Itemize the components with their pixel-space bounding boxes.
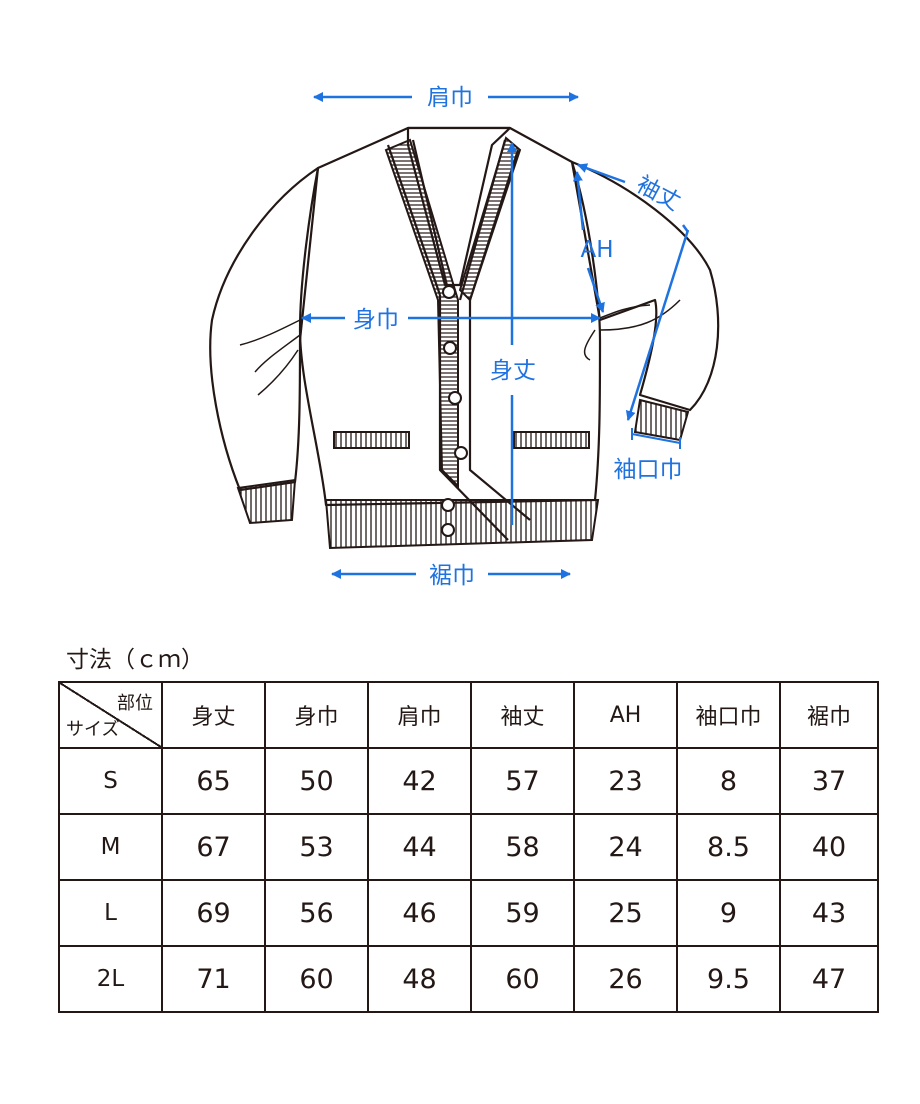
measurement-arrows xyxy=(301,92,690,579)
column-header: AH xyxy=(573,681,678,749)
armhole-arrow-top xyxy=(572,171,585,231)
cuff-arrow xyxy=(631,433,681,444)
corner-label-size: サイズ xyxy=(66,719,120,740)
label-sleeve-length: 袖丈 xyxy=(632,172,685,217)
value-cell: 25 xyxy=(573,879,678,947)
value-cell: 71 xyxy=(161,945,266,1013)
value-cell: 57 xyxy=(470,747,575,815)
button xyxy=(443,341,457,355)
value-cell: 44 xyxy=(367,813,472,881)
value-cell: 47 xyxy=(779,945,879,1013)
table-row: 2L 71 60 48 60 26 9.5 47 xyxy=(58,945,879,1013)
right-pocket xyxy=(513,431,590,449)
value-cell: 58 xyxy=(470,813,575,881)
button xyxy=(441,523,455,537)
corner-label-part: 部位 xyxy=(117,693,153,714)
label-body-width: 身巾 xyxy=(353,307,399,333)
column-header: 裾巾 xyxy=(779,681,879,749)
table-header-row: 部位 サイズ 身丈 身巾 肩巾 袖丈 AH 袖口巾 裾巾 xyxy=(58,681,879,749)
left-pocket xyxy=(333,431,410,449)
size-cell: S xyxy=(58,747,163,815)
button xyxy=(448,391,462,405)
left-sleeve xyxy=(209,166,320,492)
value-cell: 60 xyxy=(470,945,575,1013)
value-cell: 23 xyxy=(573,747,678,815)
button xyxy=(442,285,456,299)
armhole-arrow-bottom xyxy=(586,267,605,313)
label-body-length: 身丈 xyxy=(490,358,536,384)
value-cell: 69 xyxy=(161,879,266,947)
value-cell: 53 xyxy=(264,813,369,881)
table-row: M 67 53 44 58 24 8.5 40 xyxy=(58,813,879,881)
column-header: 身丈 xyxy=(161,681,266,749)
value-cell: 56 xyxy=(264,879,369,947)
table-corner-cell: 部位 サイズ xyxy=(58,681,163,749)
size-cell: 2L xyxy=(58,945,163,1013)
value-cell: 8 xyxy=(676,747,781,815)
size-table: 部位 サイズ 身丈 身巾 肩巾 袖丈 AH 袖口巾 裾巾 S 65 50 42 … xyxy=(58,681,879,1013)
size-cell: L xyxy=(58,879,163,947)
value-cell: 67 xyxy=(161,813,266,881)
front-placket-right xyxy=(458,136,522,302)
label-armhole: AH xyxy=(580,237,613,263)
column-header: 袖丈 xyxy=(470,681,575,749)
table-unit-label: 寸法（ｃｍ） xyxy=(66,647,204,673)
value-cell: 26 xyxy=(573,945,678,1013)
value-cell: 42 xyxy=(367,747,472,815)
value-cell: 24 xyxy=(573,813,678,881)
label-shoulder-width: 肩巾 xyxy=(427,85,473,111)
table-row: L 69 56 46 59 25 9 43 xyxy=(58,879,879,947)
value-cell: 65 xyxy=(161,747,266,815)
buttons xyxy=(441,285,468,537)
cardigan-measurement-diagram: 肩巾 身巾 身丈 袖丈 AH 袖口巾 裾巾 xyxy=(209,85,720,589)
ribbing xyxy=(236,136,690,550)
size-cell: M xyxy=(58,813,163,881)
column-header: 身巾 xyxy=(264,681,369,749)
value-cell: 9.5 xyxy=(676,945,781,1013)
value-cell: 37 xyxy=(779,747,879,815)
value-cell: 60 xyxy=(264,945,369,1013)
sleeve-arrow-top xyxy=(577,163,626,184)
button xyxy=(454,446,468,460)
column-header: 袖口巾 xyxy=(676,681,781,749)
button xyxy=(441,498,455,512)
value-cell: 9 xyxy=(676,879,781,947)
table-row: S 65 50 42 57 23 8 37 xyxy=(58,747,879,815)
value-cell: 46 xyxy=(367,879,472,947)
value-cell: 59 xyxy=(470,879,575,947)
value-cell: 8.5 xyxy=(676,813,781,881)
sleeve-arrow-long xyxy=(625,229,690,421)
label-hem-width: 裾巾 xyxy=(429,563,475,589)
label-cuff-width: 袖口巾 xyxy=(614,457,683,483)
value-cell: 40 xyxy=(779,813,879,881)
value-cell: 43 xyxy=(779,879,879,947)
value-cell: 48 xyxy=(367,945,472,1013)
value-cell: 50 xyxy=(264,747,369,815)
hem-band xyxy=(324,499,600,550)
left-cuff xyxy=(236,478,297,525)
front-placket-left xyxy=(384,138,459,489)
column-header: 肩巾 xyxy=(367,681,472,749)
